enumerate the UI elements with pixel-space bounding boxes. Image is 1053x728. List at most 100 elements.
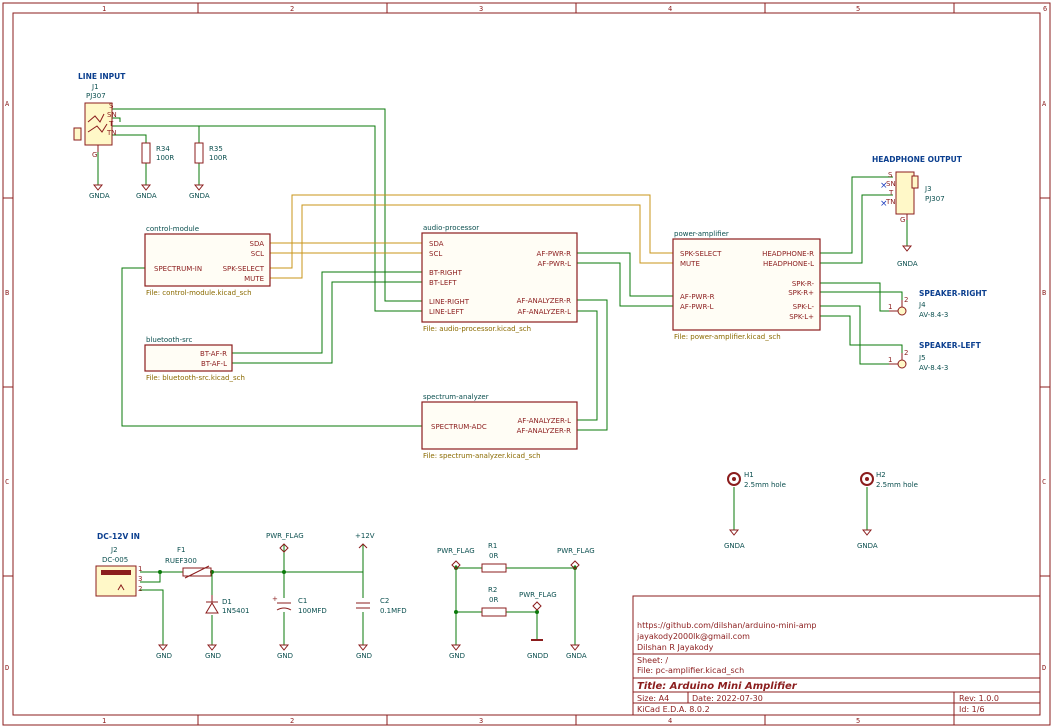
pin-audio-af-analyzer-l: AF-ANALYZER-L <box>518 308 572 316</box>
j3-pin-s: S <box>888 171 893 179</box>
f1-value: RUEF300 <box>165 557 197 565</box>
pin-pa-spk-r-plus: SPK-R+ <box>788 289 814 297</box>
pin-audio-af-pwr-l: AF-PWR-L <box>538 260 572 268</box>
pin-audio-bt-left: BT-LEFT <box>429 279 457 287</box>
sheet-spectrum-name: spectrum-analyzer <box>423 393 489 401</box>
pwr-flag-label-3: PWR_FLAG <box>557 547 595 555</box>
tb-sheet: Sheet: / <box>637 656 668 665</box>
gnda-label-j1: GNDA <box>89 192 110 200</box>
j1-pin-tn: TN <box>106 129 117 137</box>
gnd-label-c2: GND <box>356 652 372 660</box>
d1-value: 1N5401 <box>222 607 250 615</box>
c2-ref: C2 <box>380 597 389 605</box>
connector-j2[interactable]: DC-12V IN J2 DC-005 1 3 2 <box>95 532 142 597</box>
pwr-flag-label-2: PWR_FLAG <box>437 547 475 555</box>
col-label-3: 3 <box>479 5 483 13</box>
col-label-2: 2 <box>290 5 294 13</box>
gnda-label-r35: GNDA <box>189 192 210 200</box>
pin-audio-af-analyzer-r: AF-ANALYZER-R <box>517 297 572 305</box>
resistor-r1[interactable]: R1 0R <box>481 542 507 573</box>
row-label-d: D <box>5 664 9 672</box>
gnda-label-j3: GNDA <box>897 260 918 268</box>
connector-j1[interactable]: LINE INPUT J1 PJ307 S SN T TN G <box>73 72 126 159</box>
tb-date: Date: 2022-07-30 <box>692 694 763 703</box>
pin-spectrum-in: SPECTRUM-IN <box>154 265 202 273</box>
tb-author: Dilshan R Jayakody <box>637 643 714 652</box>
resistor-r34[interactable]: R34 100R <box>141 142 174 164</box>
connector-j4[interactable]: SPEAKER-RIGHT J4 AV-8.4-3 1 2 <box>888 289 988 319</box>
j2-pin-2: 2 <box>138 585 142 593</box>
row-label-d-right: D <box>1042 664 1046 672</box>
connector-j3[interactable]: HEADPHONE OUTPUT J3 PJ307 S SN T TN G × … <box>872 155 963 268</box>
plus12v-label: +12V <box>355 532 375 540</box>
pin-bt-af-r: BT-AF-R <box>200 350 227 358</box>
sheet-spectrum-file: File: spectrum-analyzer.kicad_sch <box>423 452 541 460</box>
j3-pin-sn: SN <box>886 180 896 188</box>
pin-audio-af-pwr-r: AF-PWR-R <box>537 250 572 258</box>
col-label-1: 1 <box>102 5 106 13</box>
sheet-power-amp-name: power-amplifier <box>674 230 729 238</box>
resistor-r2[interactable]: R2 0R <box>481 586 507 617</box>
fuse-f1[interactable]: F1 RUEF300 <box>165 546 212 579</box>
pin-sda: SDA <box>250 240 265 248</box>
sheet-spectrum-analyzer[interactable]: spectrum-analyzer File: spectrum-analyze… <box>421 393 578 460</box>
plus-icon: + <box>272 595 278 603</box>
power-flags-right: PWR_FLAG PWR_FLAG PWR_FLAG <box>437 547 595 611</box>
sheet-bluetooth-src[interactable]: bluetooth-src File: bluetooth-src.kicad_… <box>144 336 245 382</box>
sheet-audio-name: audio-processor <box>423 224 479 232</box>
pin-spectrum-af-analyzer-r: AF-ANALYZER-R <box>517 427 572 435</box>
j1-pin-sn: SN <box>107 111 117 119</box>
gnd-label-j2: GND <box>156 652 172 660</box>
capacitor-c2[interactable]: C2 0.1MFD <box>356 597 407 615</box>
wires <box>97 108 908 645</box>
sheet-power-amplifier[interactable]: power-amplifier File: power-amplifier.ki… <box>672 230 821 341</box>
pin-mute: MUTE <box>244 275 264 283</box>
sheet-control-module-file: File: control-module.kicad_sch <box>146 289 252 297</box>
j2-pin-1: 1 <box>138 565 142 573</box>
f1-ref: F1 <box>177 546 185 554</box>
gnda-label-r34: GNDA <box>136 192 157 200</box>
pin-audio-scl: SCL <box>429 250 442 258</box>
j1-value: PJ307 <box>86 92 106 100</box>
power-flags-left: PWR_FLAG +12V <box>266 532 375 553</box>
j5-pin-1: 1 <box>888 356 892 364</box>
connector-j5[interactable]: SPEAKER-LEFT J5 AV-8.4-3 1 2 <box>888 341 982 372</box>
pin-scl: SCL <box>251 250 264 258</box>
pwr-flag-label-4: PWR_FLAG <box>519 591 557 599</box>
mounting-hole-h1[interactable]: H1 2.5mm hole GNDA <box>724 471 786 550</box>
pin-spectrum-af-analyzer-l: AF-ANALYZER-L <box>518 417 572 425</box>
d1-ref: D1 <box>222 598 232 606</box>
col-label-5-bottom: 5 <box>856 717 860 725</box>
h1-ref: H1 <box>744 471 754 479</box>
col-label-4: 4 <box>668 5 672 13</box>
c2-value: 0.1MFD <box>380 607 407 615</box>
tb-url: https://github.com/dilshan/arduino-mini-… <box>637 621 816 630</box>
resistor-r35[interactable]: R35 100R <box>194 142 227 164</box>
capacitor-c1[interactable]: + C1 100MFD <box>272 595 327 615</box>
r2-value: 0R <box>489 596 498 604</box>
r35-ref: R35 <box>209 145 223 153</box>
row-label-a-right: A <box>1042 100 1047 108</box>
sheet-control-module[interactable]: control-module File: control-module.kica… <box>144 225 271 297</box>
j3-pin-t: T <box>888 189 894 197</box>
tb-email: jayakody2000lk@gmail.com <box>636 632 750 641</box>
j3-title: HEADPHONE OUTPUT <box>872 155 963 164</box>
j2-value: DC-005 <box>102 556 128 564</box>
j3-pin-tn: TN <box>885 198 896 206</box>
row-label-b: B <box>5 289 9 297</box>
h2-ref: H2 <box>876 471 886 479</box>
pin-pa-af-pwr-r: AF-PWR-R <box>680 293 715 301</box>
pin-pa-spk-l-minus: SPK-L- <box>793 303 815 311</box>
pin-pa-headphone-l: HEADPHONE-L <box>763 260 814 268</box>
j5-value: AV-8.4-3 <box>919 364 948 372</box>
mounting-hole-h2[interactable]: H2 2.5mm hole GNDA <box>857 471 918 550</box>
j5-pin-2: 2 <box>904 349 908 357</box>
j3-ref: J3 <box>924 185 932 193</box>
sheet-power-amp-file: File: power-amplifier.kicad_sch <box>674 333 781 341</box>
j4-pin-1: 1 <box>888 303 892 311</box>
sheet-audio-processor[interactable]: audio-processor File: audio-processor.ki… <box>421 224 578 333</box>
tb-size: Size: A4 <box>637 694 669 703</box>
diode-d1[interactable]: D1 1N5401 <box>205 595 250 615</box>
j1-title: LINE INPUT <box>78 72 126 81</box>
